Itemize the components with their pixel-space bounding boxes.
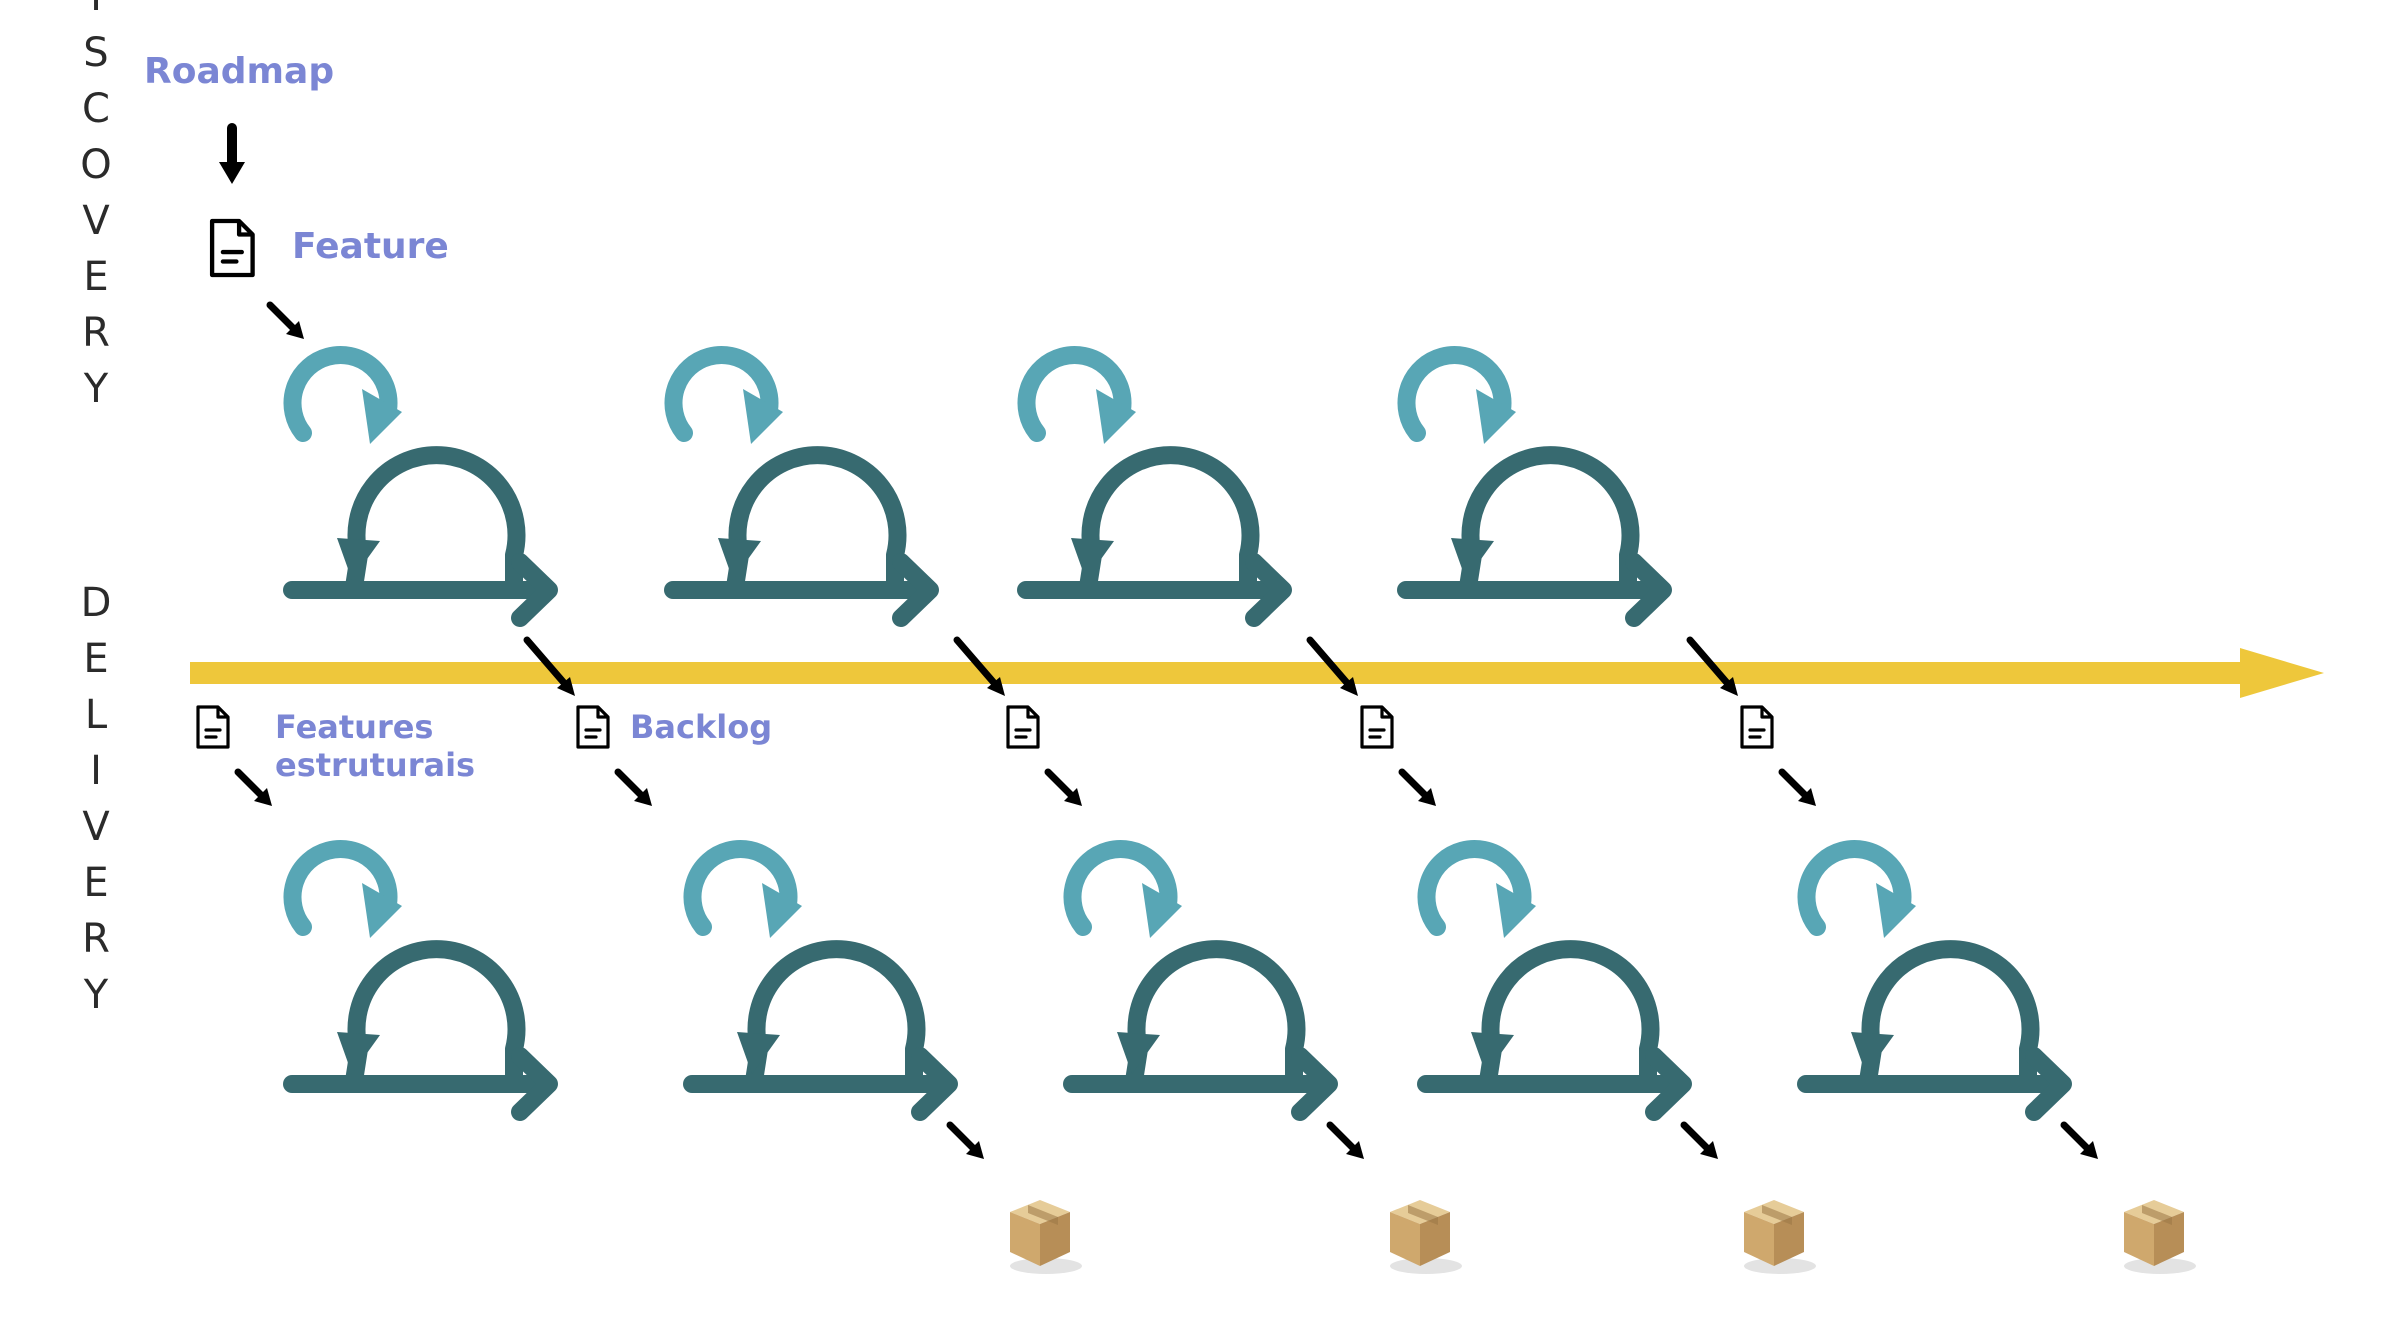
delivery-cycle-icon <box>292 849 549 1112</box>
delivery-to-package-arrow <box>1330 1125 1364 1159</box>
timeline-arrow <box>190 648 2324 698</box>
delivery-to-package-arrow <box>950 1125 984 1159</box>
feature-to-sprint-arrow <box>270 305 304 339</box>
backlog-document-icon <box>1740 705 1774 749</box>
package-box-icon <box>1390 1200 1462 1274</box>
backlog-to-delivery-arrow <box>1402 772 1436 806</box>
backlog-document-icon <box>1360 705 1394 749</box>
features-estruturais-label-line1: Features <box>275 708 433 746</box>
features-estruturais-document-icon <box>196 705 230 749</box>
feature-document-icon <box>212 221 253 275</box>
package-box-icon <box>1744 1200 1816 1274</box>
backlog-document-icon <box>1006 705 1040 749</box>
discovery-cycle-icon <box>1026 355 1283 618</box>
features-estruturais-label-line2: estruturais <box>275 746 475 784</box>
backlog-to-delivery-arrow <box>238 772 272 806</box>
backlog-to-delivery-arrow <box>1048 772 1082 806</box>
delivery-cycle-icon <box>1072 849 1329 1112</box>
delivery-vertical-label: DELIVERY <box>73 580 119 1028</box>
delivery-cycle-icon <box>1806 849 2063 1112</box>
roadmap-label: Roadmap <box>144 51 334 92</box>
discovery-cycle-icon <box>292 355 549 618</box>
roadmap-down-arrow <box>219 123 245 184</box>
backlog-to-delivery-arrow <box>1782 772 1816 806</box>
backlog-document-icon <box>576 705 610 749</box>
feature-label: Feature <box>292 226 449 267</box>
package-box-icon <box>2124 1200 2196 1274</box>
backlog-label: Backlog <box>630 708 772 746</box>
delivery-to-package-arrow <box>1684 1125 1718 1159</box>
discovery-cycle-icon <box>673 355 930 618</box>
backlog-to-delivery-arrow <box>618 772 652 806</box>
package-box-icon <box>1010 1200 1082 1274</box>
delivery-cycle-icon <box>692 849 949 1112</box>
delivery-cycle-icon <box>1426 849 1683 1112</box>
discovery-cycle-icon <box>1406 355 1663 618</box>
delivery-to-package-arrow <box>2064 1125 2098 1159</box>
discovery-vertical-label: DISCOVERY <box>73 0 119 422</box>
